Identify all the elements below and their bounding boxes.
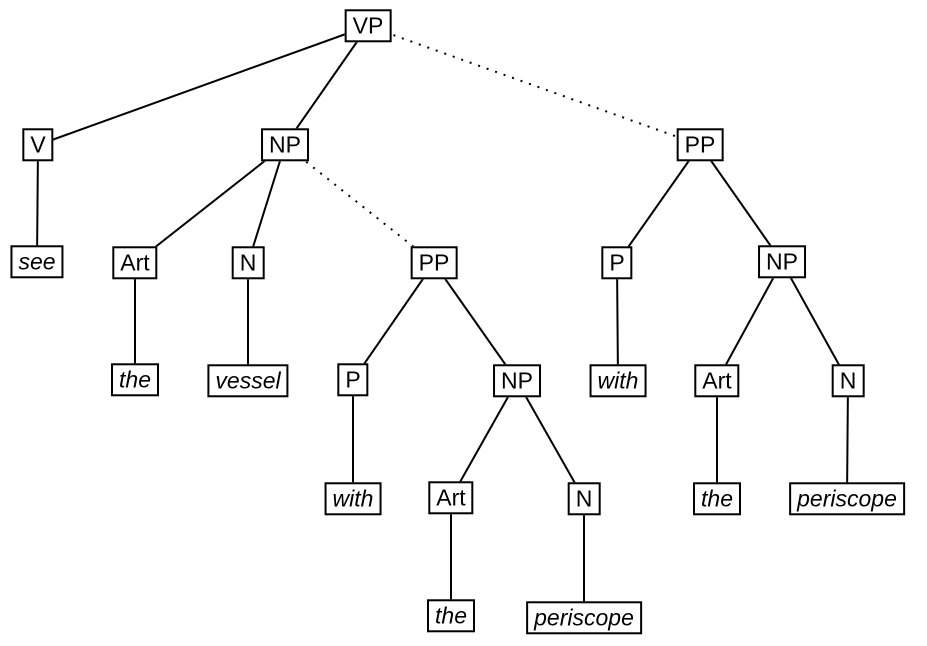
tree-edge-np1-n1 bbox=[247, 144, 286, 264]
tree-leaf-see: see bbox=[10, 245, 64, 279]
tree-leaf-vessel: vessel bbox=[207, 364, 289, 398]
tree-edge-v-see bbox=[36, 144, 39, 263]
tree-node-np1: NP bbox=[261, 128, 309, 162]
tree-edge-n3-periscope2 bbox=[846, 380, 849, 500]
tree-node-p1: P bbox=[337, 363, 369, 397]
tree-node-n1: N bbox=[231, 246, 265, 280]
tree-node-pp1: PP bbox=[410, 246, 458, 280]
tree-node-np3: NP bbox=[758, 245, 806, 279]
tree-leaf-the3: the bbox=[693, 482, 741, 516]
tree-leaf-the1: the bbox=[111, 363, 159, 397]
tree-leaf-the2: the bbox=[427, 599, 475, 633]
tree-node-v: V bbox=[22, 128, 54, 162]
tree-leaf-with2: with bbox=[589, 364, 647, 398]
tree-node-n2: N bbox=[567, 482, 601, 516]
tree-edge-np3-n3 bbox=[781, 261, 849, 382]
tree-node-vp: VP bbox=[344, 9, 392, 43]
tree-edge-pp2-np3 bbox=[699, 144, 783, 263]
tree-edge-np3-art3 bbox=[716, 261, 783, 382]
tree-node-np2: NP bbox=[493, 364, 541, 398]
tree-node-n3: N bbox=[831, 364, 865, 398]
tree-edge-np1-art1 bbox=[134, 144, 286, 264]
tree-edge-vp-np1 bbox=[284, 25, 369, 146]
tree-leaf-with1: with bbox=[324, 482, 382, 516]
tree-node-pp2: PP bbox=[676, 128, 724, 162]
tree-node-p2: P bbox=[601, 246, 633, 280]
tree-leaf-periscope1: periscope bbox=[526, 601, 642, 635]
tree-edge-np2-n2 bbox=[516, 380, 585, 500]
tree-node-art3: Art bbox=[694, 364, 740, 398]
tree-leaf-periscope2: periscope bbox=[789, 482, 905, 516]
tree-edge-pp1-np2 bbox=[433, 262, 518, 382]
tree-edge-pp1-p1 bbox=[352, 262, 435, 381]
tree-edge-vp-v bbox=[37, 25, 369, 146]
tree-node-art2: Art bbox=[428, 481, 474, 515]
tree-edge-np2-art2 bbox=[450, 380, 518, 499]
tree-edge-pp2-p2 bbox=[616, 144, 701, 264]
tree-edge-p2-with2 bbox=[616, 262, 619, 382]
tree-node-art1: Art bbox=[112, 246, 158, 280]
